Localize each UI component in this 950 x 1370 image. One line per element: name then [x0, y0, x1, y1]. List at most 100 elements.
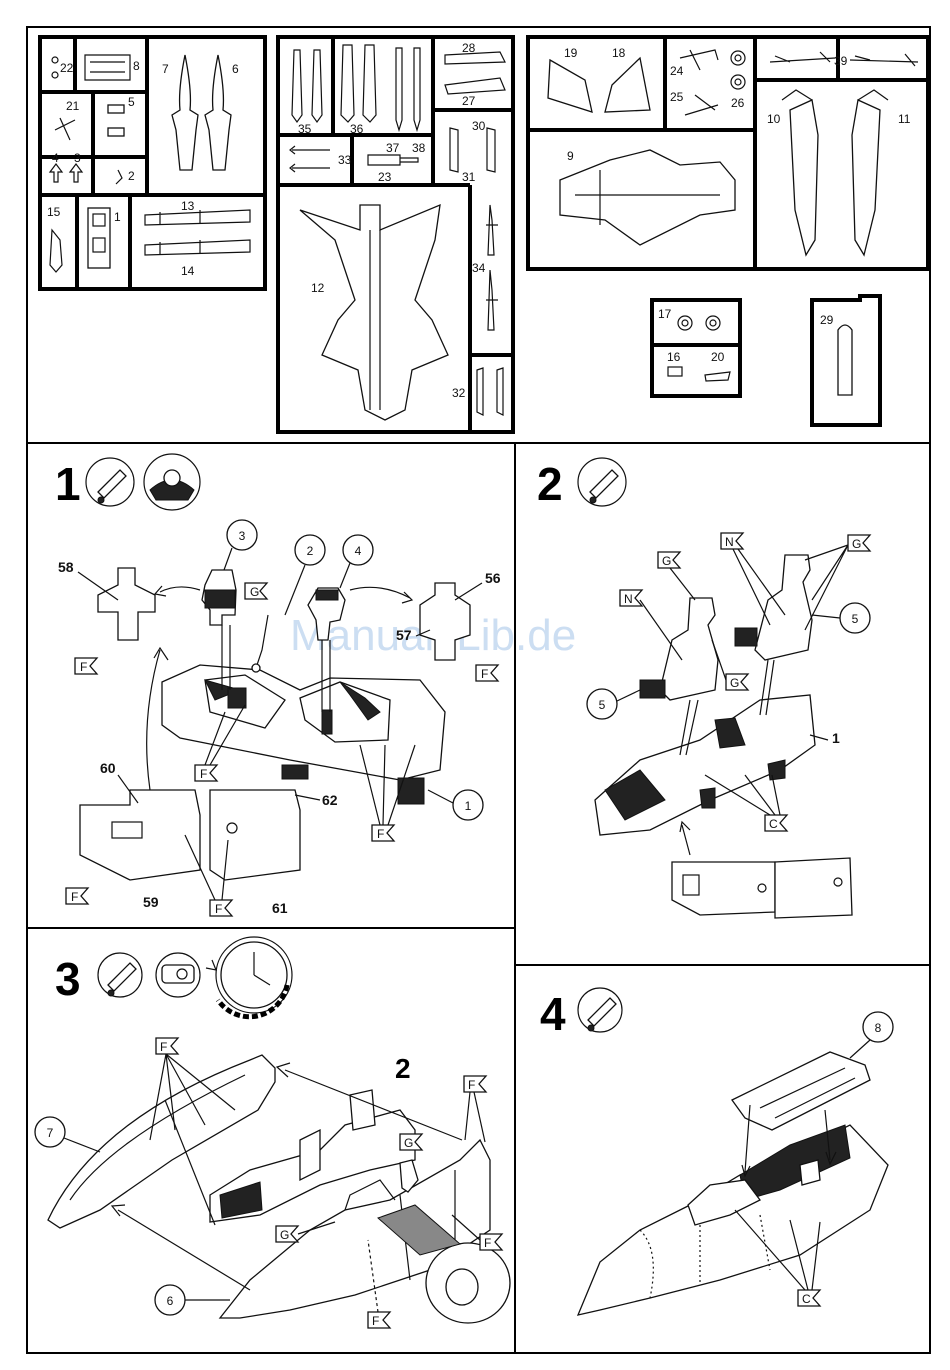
ejection-seat-rear	[755, 555, 812, 660]
label-58: 58	[58, 559, 74, 575]
callout-8	[850, 1012, 893, 1058]
sprue-label-14: 14	[181, 264, 195, 278]
callout-3	[224, 520, 257, 570]
sprue-label-29: 29	[820, 313, 834, 327]
callout-label-2: 2	[307, 544, 314, 558]
sprue-label-35: 35	[298, 122, 312, 136]
sprue-label-32: 32	[452, 386, 466, 400]
step-number-3: 3	[55, 953, 81, 1005]
color-code-g-2: G	[280, 1228, 289, 1242]
sprue-label-26: 26	[731, 96, 745, 110]
sprue-label-37: 37	[386, 141, 400, 155]
color-code-f-3: F	[484, 1236, 491, 1250]
label-59: 59	[143, 894, 159, 910]
sprue-label-17: 17	[658, 307, 672, 321]
color-code-f-4: F	[377, 827, 384, 841]
glue-icon	[98, 953, 142, 997]
sprue-label-15: 15	[47, 205, 61, 219]
sprue-label-2: 2	[128, 169, 135, 183]
label-2: 2	[395, 1053, 411, 1084]
color-code-g: G	[250, 585, 259, 599]
sprue-label-9: 9	[567, 149, 574, 163]
sprue-label-38: 38	[412, 141, 426, 155]
sprue-label-19: 19	[564, 46, 578, 60]
sprue-frame-b	[278, 37, 513, 432]
sprue-label-28: 28	[462, 41, 476, 55]
color-code-g-2: G	[852, 537, 861, 551]
color-code-f-1: F	[80, 660, 87, 674]
sprue-label-18: 18	[612, 46, 626, 60]
callout-label-5b: 5	[852, 612, 859, 626]
glue-icon	[578, 988, 622, 1032]
callout-label-8: 8	[875, 1021, 882, 1035]
color-code-g-1: G	[662, 554, 671, 568]
callout-label-7: 7	[47, 1126, 54, 1140]
sprue-label-36: 36	[350, 122, 364, 136]
sprue-frame-c	[528, 37, 928, 425]
sprue-label-21: 21	[66, 99, 80, 113]
color-code-f-2: F	[481, 667, 488, 681]
color-code-c: C	[802, 1292, 811, 1306]
step-number-4: 4	[540, 988, 566, 1040]
callout-label-1: 1	[465, 799, 472, 813]
sprue-label-1: 1	[114, 210, 121, 224]
part-58	[98, 568, 155, 640]
callout-label-6: 6	[167, 1294, 174, 1308]
color-code-f-3: F	[200, 767, 207, 781]
color-code-f-5: F	[71, 890, 78, 904]
sprue-label-7: 7	[162, 62, 169, 76]
tape-icon	[156, 953, 200, 997]
color-code-g-3: G	[730, 676, 739, 690]
label-57: 57	[396, 627, 412, 643]
color-code-c: C	[769, 817, 778, 831]
sprue-label-30: 30	[472, 119, 486, 133]
step-number-2: 2	[537, 458, 563, 510]
sprue-label-34: 34	[472, 261, 486, 275]
callout-7	[35, 1117, 100, 1152]
color-code-n-2: N	[624, 592, 633, 606]
sprue-label-4: 4	[52, 151, 59, 165]
label-60: 60	[100, 760, 116, 776]
clock-icon	[206, 937, 292, 1017]
ejection-seat-front	[660, 598, 718, 700]
color-code-f-1: F	[160, 1040, 167, 1054]
color-code-g-1: G	[404, 1136, 413, 1150]
part-59-60	[80, 790, 200, 880]
sprue-label-31: 31	[462, 170, 476, 184]
sprue-label-11: 11	[898, 112, 911, 126]
paint-interior-icon	[144, 454, 200, 510]
sprue-label-10: 10	[767, 112, 781, 126]
sprue-label-12: 12	[311, 281, 325, 295]
label-1: 1	[832, 730, 840, 746]
callout-label-5a: 5	[599, 698, 606, 712]
sprue-label-16: 16	[667, 350, 681, 364]
callout-4	[340, 535, 373, 588]
sprue-label-22: 22	[60, 61, 74, 75]
sprue-label-33: 33	[338, 153, 352, 167]
color-code-n-1: N	[725, 535, 734, 549]
step-number-1: 1	[55, 458, 81, 510]
glue-icon	[578, 458, 626, 506]
label-62: 62	[322, 792, 338, 808]
callout-5	[587, 689, 640, 719]
sprue-label-20: 20	[711, 350, 725, 364]
glue-icon	[86, 458, 134, 506]
color-code-f-6: F	[215, 902, 222, 916]
color-code-f-4: F	[372, 1314, 379, 1328]
sprue-label-27: 27	[462, 94, 476, 108]
sprue-label-6: 6	[232, 62, 239, 76]
callout-5	[812, 603, 870, 633]
sprue-label-5: 5	[128, 95, 135, 109]
spine-part-8	[732, 1052, 870, 1130]
callout-1	[428, 790, 483, 820]
sprue-label-13: 13	[181, 199, 195, 213]
sprue-label-24: 24	[670, 64, 684, 78]
callout-label-3: 3	[239, 529, 246, 543]
sprue-label-3: 3	[74, 151, 81, 165]
sprue-label-39: 39	[834, 54, 848, 68]
part-61-62	[210, 790, 300, 880]
sprue-label-8: 8	[133, 59, 140, 73]
callout-label-4: 4	[355, 544, 362, 558]
label-56: 56	[485, 570, 501, 586]
